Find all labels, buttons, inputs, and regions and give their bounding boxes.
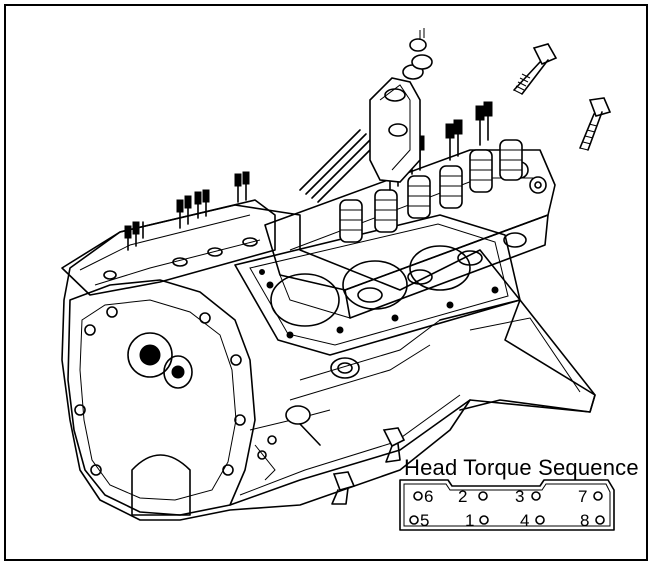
bolt-number-top-1: 6	[424, 487, 433, 506]
right-cylinder-head	[264, 101, 556, 319]
bolt-number-top-3: 3	[515, 487, 524, 506]
head-bolt-upper	[513, 43, 558, 95]
torque-sequence-title: Head Torque Sequence	[404, 455, 639, 480]
small-bolt-center	[382, 427, 406, 463]
head-bolt-right	[579, 97, 612, 151]
small-bolt-left	[331, 471, 356, 505]
left-cylinder-head	[61, 171, 276, 296]
bolt-number-top-4: 7	[578, 487, 587, 506]
valve-springs	[339, 139, 523, 243]
bolt-number-top-2: 2	[458, 487, 467, 506]
engine-block	[61, 204, 596, 521]
torque-sequence-diagram: 6 2 3 7 5 1 4 8	[399, 479, 615, 531]
bolt-number-bottom-4: 8	[580, 511, 589, 530]
bolt-number-bottom-3: 4	[520, 511, 529, 530]
figure-frame	[4, 4, 648, 561]
rocker-arm-assembly	[369, 28, 433, 183]
bolt-number-bottom-1: 5	[420, 511, 429, 530]
head-gasket	[234, 214, 521, 356]
bolt-number-bottom-2: 1	[465, 511, 474, 530]
